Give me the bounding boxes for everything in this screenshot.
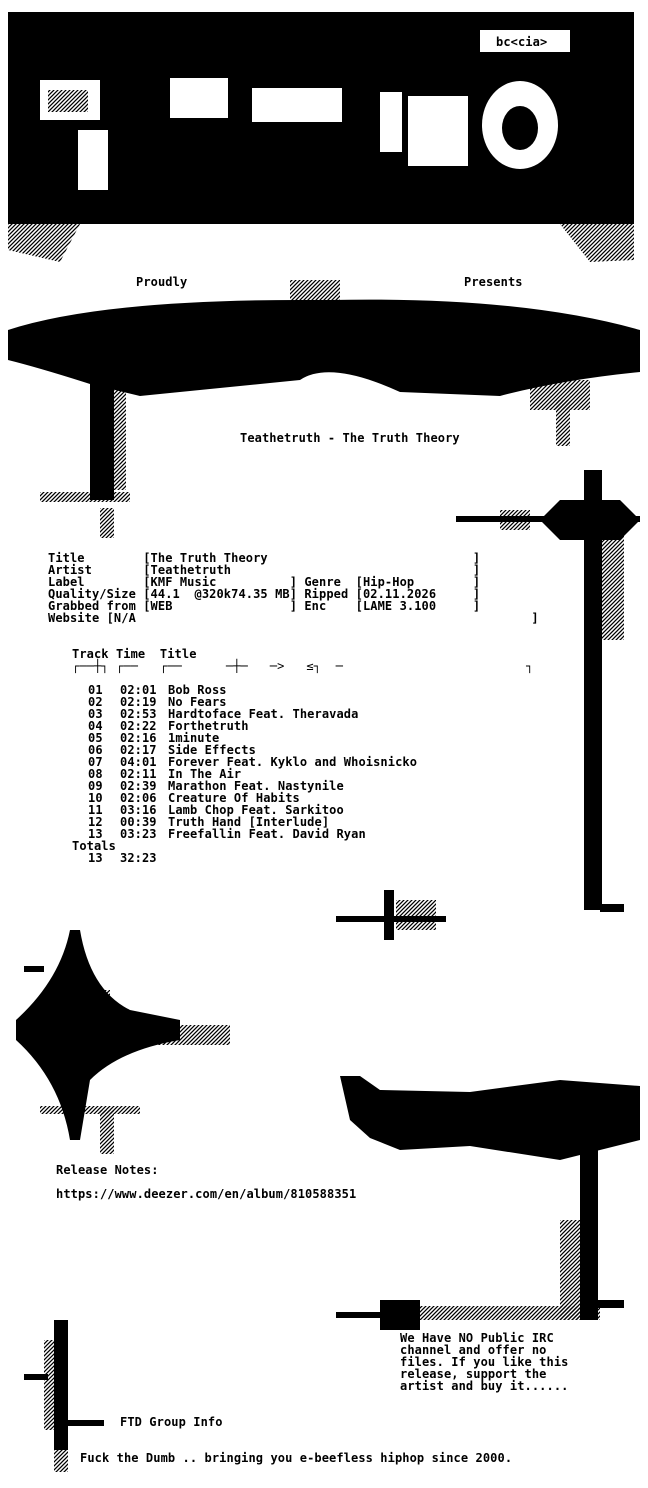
info-artist-line: Artist [Teathetruth ] [48, 563, 481, 577]
track-number: 01 [88, 683, 103, 697]
irc-line: artist and buy it...... [400, 1379, 569, 1393]
track-number: 12 [88, 815, 103, 829]
track-title: Forthetruth [168, 719, 249, 733]
track-number: 04 [88, 719, 103, 733]
tracklist-rule: ┌──┼┐ ┌── ┌── ─┼─ ─> ≤┐ ─ ┐ [72, 659, 534, 673]
credit-tag: bc<cia> [496, 35, 548, 49]
right-wing-ornament [336, 1076, 640, 1330]
proudly-label: Proudly [136, 275, 188, 289]
info-title-line: Title [The Truth Theory ] [48, 551, 481, 565]
track-time: 02:17 [120, 743, 157, 757]
track-time: 02:39 [120, 779, 157, 793]
track-title: Hardtoface Feat. Theravada [168, 707, 359, 721]
track-time: 02:22 [120, 719, 157, 733]
track-time: 02:11 [120, 767, 157, 781]
track-title: No Fears [168, 695, 227, 709]
track-title: Side Effects [168, 743, 256, 757]
track-time: 00:39 [120, 815, 157, 829]
release-notes-label: Release Notes: [56, 1163, 159, 1177]
track-time: 02:06 [120, 791, 157, 805]
totals-label: Totals [72, 839, 116, 853]
track-title: Truth Hand [Interlude] [168, 815, 330, 829]
track-number: 05 [88, 731, 103, 745]
totals-time: 32:23 [120, 851, 157, 865]
release-notes-url: https://www.deezer.com/en/album/81058835… [56, 1187, 357, 1201]
release-headline: Teathetruth - The Truth Theory [240, 431, 460, 445]
track-time: 02:53 [120, 707, 157, 721]
track-time: 02:01 [120, 683, 157, 697]
track-number: 02 [88, 695, 103, 709]
tracklist-header: Track Time Title [72, 647, 197, 661]
left-ink-blob [16, 930, 230, 1154]
irc-line: files. If you like this [400, 1355, 569, 1369]
track-title: Marathon Feat. Nastynile [168, 779, 344, 793]
irc-line: channel and offer no [400, 1343, 547, 1357]
info-grabbed-enc-line: Grabbed from [WEB ] Enc [LAME 3.100 ] [48, 599, 481, 613]
presents-label: Presents [464, 275, 523, 289]
cross-ornament-middle [336, 890, 446, 940]
track-title: Lamb Chop Feat. Sarkitoo [168, 803, 344, 817]
info-quality-ripped-line: Quality/Size [44.1 @320k74.35 MB] Ripped… [48, 587, 481, 601]
group-info-label: FTD Group Info [120, 1415, 223, 1429]
track-time: 02:16 [120, 731, 157, 745]
info-label-genre-line: Label [KMF Music ] Genre [Hip-Hop ] [48, 575, 481, 589]
totals-count: 13 [88, 851, 103, 865]
track-number: 03 [88, 707, 103, 721]
track-title: In The Air [168, 767, 242, 781]
mask-lower-band [8, 280, 640, 538]
track-title: Creature Of Habits [168, 791, 300, 805]
info-website-line: Website [N/A ] [48, 611, 539, 625]
irc-line: We Have NO Public IRC [400, 1331, 554, 1345]
track-title: Bob Ross [168, 683, 227, 697]
track-time: 04:01 [120, 755, 157, 769]
track-title: 1minute [168, 731, 220, 745]
bottom-left-pillar [24, 1320, 104, 1472]
track-number: 09 [88, 779, 103, 793]
track-time: 03:16 [120, 803, 157, 817]
track-time: 03:23 [120, 827, 157, 841]
group-tagline: Fuck the Dumb .. bringing you e-beefless… [80, 1451, 513, 1465]
track-time: 02:19 [120, 695, 157, 709]
irc-line: release, support the [400, 1367, 547, 1381]
track-number: 11 [88, 803, 103, 817]
track-number: 07 [88, 755, 103, 769]
cross-ornament-top [456, 470, 640, 912]
track-number: 06 [88, 743, 103, 757]
track-number: 10 [88, 791, 103, 805]
logo-banner [8, 12, 634, 318]
track-title: Forever Feat. Kyklo and Whoisnicko [168, 755, 418, 769]
track-number: 13 [88, 827, 103, 841]
track-number: 08 [88, 767, 103, 781]
track-title: Freefallin Feat. David Ryan [168, 827, 366, 841]
